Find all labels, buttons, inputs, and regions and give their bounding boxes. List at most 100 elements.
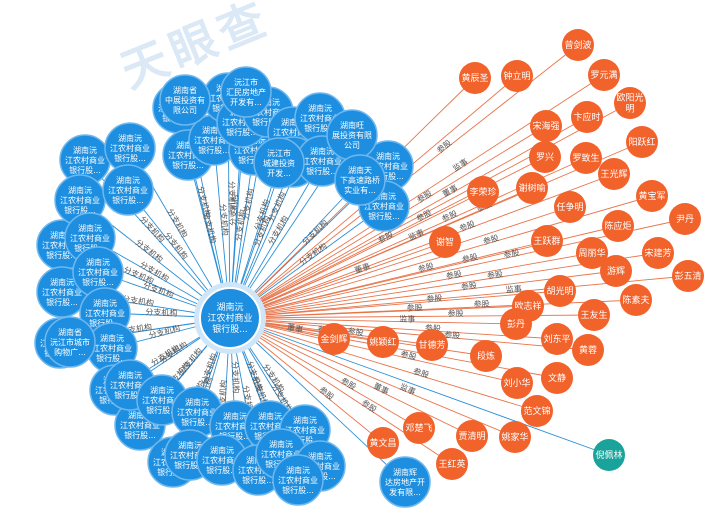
person-node-label: 谢树喻 [518, 182, 545, 194]
branch-node-label: 湖南沅江农村商业银行股... [168, 140, 208, 170]
edge-label-person: 参股 [425, 323, 442, 334]
person-node-label: 周丽华 [578, 247, 605, 259]
edge-label-person: 参股 [417, 261, 435, 274]
branch-node-label: 湖南沅江农村商业银行股... [368, 151, 408, 181]
person-node[interactable]: 钟立明 [501, 60, 533, 92]
edge-label-person: 参股 [458, 218, 476, 233]
person-node[interactable]: 谢智 [429, 226, 461, 258]
person-node[interactable]: 刘小华 [501, 367, 533, 399]
person-node[interactable]: 段炼 [470, 340, 502, 372]
person-node[interactable]: 黄宝军 [636, 180, 668, 212]
branch-node-label: 湖南沅江农村商业银行股... [78, 257, 118, 287]
edge-person [229, 317, 558, 340]
person-node[interactable]: 曾剑波 [562, 29, 594, 61]
branch-node-label: 沅江市汇民房地产开发有... [226, 77, 266, 107]
edge-label-person: 参股 [444, 329, 461, 340]
person-node[interactable]: 黄文昌 [367, 427, 399, 459]
person-node[interactable]: 彭丹 [500, 308, 532, 340]
edge-person [229, 252, 593, 319]
person-node-label: 黄宝军 [638, 190, 665, 202]
person-node-label: 彭丹 [507, 318, 525, 330]
person-node[interactable]: 游辉 [600, 255, 632, 287]
center-company-label: 湖南沅江农村商业银行股... [207, 301, 252, 335]
person-node-label: 姚颖红 [369, 336, 396, 348]
branch-node[interactable]: 湖南旺展投资有限公司 [326, 109, 378, 161]
person-node[interactable]: 文静 [541, 362, 573, 394]
person-node[interactable]: 贾清明 [456, 420, 488, 452]
person-node[interactable]: 金剑辉 [318, 323, 350, 355]
person-node[interactable]: 李荣珍 [467, 176, 499, 208]
branch-node[interactable]: 湖南天下高速路桥实业有... [334, 154, 386, 206]
branch-node-label: 湖南沅江农村商业银行股... [42, 277, 82, 307]
edge-person [229, 317, 538, 412]
person-node[interactable]: 王光辉 [598, 158, 630, 190]
branch-node-label: 湖南沅江农村商业银行股... [285, 415, 325, 445]
edge-person [229, 241, 446, 319]
center-company-node[interactable]: 湖南沅江农村商业银行股... [194, 282, 266, 354]
branch-node[interactable]: 湖南沅江农村商业银行股... [104, 122, 156, 174]
person-node-label: 黄辰圣 [461, 72, 488, 84]
person-node[interactable]: 阳跃红 [626, 126, 658, 158]
edge-label-person: 参股 [339, 375, 358, 392]
person-node[interactable]: 宋海强 [530, 110, 562, 142]
person-node[interactable]: 王红英 [436, 448, 468, 480]
person-node[interactable]: 刘东平 [541, 323, 573, 355]
branch-node[interactable]: 湖南辉达房地产开发有限... [379, 456, 431, 508]
person-node[interactable]: 王友生 [578, 299, 610, 331]
person-node[interactable]: 甘德芳 [416, 329, 448, 361]
person-node[interactable]: 罗致生 [570, 142, 602, 174]
related-node[interactable]: 倪佩林 [593, 439, 625, 471]
person-node[interactable]: 任争明 [554, 191, 586, 223]
branch-node[interactable]: 湖南沅江农村商业银行股... [102, 164, 154, 216]
edge-label-person: 董事 [353, 261, 371, 276]
person-node[interactable]: 彭五清 [672, 260, 704, 292]
related-node-label: 倪佩林 [595, 449, 622, 461]
person-node-label: 卞应时 [573, 111, 600, 123]
person-node[interactable]: 欧阳光明 [614, 87, 646, 119]
person-node[interactable]: 姚家华 [499, 421, 531, 453]
person-node[interactable]: 黄蓉 [572, 334, 604, 366]
branch-node[interactable]: 湖南省沅江市城市购物广... [44, 316, 96, 368]
person-node[interactable]: 姚颖红 [367, 326, 399, 358]
person-node-label: 阳跃红 [628, 136, 655, 148]
person-node[interactable]: 宋建芳 [642, 237, 674, 269]
branch-node-label: 湖南沅江农村商业银行股... [142, 385, 182, 415]
person-node[interactable]: 王跃群 [531, 225, 563, 257]
person-node[interactable]: 罗兴 [529, 141, 561, 173]
edge-label-person: 参股 [486, 269, 503, 281]
node-layer[interactable]: 湖南沅江农村商业银行股...湖南沅江农村商业银行股...湖南沅江农村商业银行股.… [34, 29, 704, 508]
edge-person [229, 317, 517, 325]
person-node[interactable]: 范文锦 [521, 395, 553, 427]
branch-node-label: 湖南沅江农村商业银行股... [65, 145, 105, 175]
person-node-label: 范文锦 [523, 405, 550, 417]
person-node[interactable]: 黄辰圣 [459, 62, 491, 94]
person-node-label: 黄蓉 [579, 344, 597, 356]
edge-label-person: 参股 [415, 188, 434, 205]
edge-label-branch: 分支机构 [121, 293, 154, 308]
person-node[interactable]: 胡光明 [544, 275, 576, 307]
branch-node[interactable]: 湖南省中展投资有限公司 [159, 74, 211, 126]
branch-node-label: 湖南沅江农村商业银行股... [177, 397, 217, 427]
person-node-label: 宋海强 [532, 120, 559, 132]
person-node-label: 胡光明 [546, 285, 573, 297]
branch-node[interactable]: 湖南沅江农村商业银行股... [272, 454, 324, 506]
person-node[interactable]: 卞应时 [571, 101, 603, 133]
person-node[interactable]: 陈应炬 [602, 210, 634, 242]
edge-label-person: 监事 [407, 227, 426, 243]
branch-node-label: 湖南沅江农村商业银行股... [300, 103, 340, 133]
branch-node[interactable]: 沅江市城建投资开发... [253, 137, 305, 189]
person-node-label: 游辉 [607, 265, 625, 277]
person-node-label: 宋建芳 [644, 247, 671, 259]
person-node-label: 陈应炬 [604, 220, 631, 232]
person-node[interactable]: 邓楚飞 [403, 412, 435, 444]
branch-node[interactable]: 沅江市汇民房地产开发有... [220, 66, 272, 118]
person-node[interactable]: 陈素夫 [620, 284, 652, 316]
person-node[interactable]: 罗元满 [588, 59, 620, 91]
person-node[interactable]: 周丽华 [576, 237, 608, 269]
edge-label-person: 参股 [503, 247, 521, 260]
person-node[interactable]: 尹丹 [669, 203, 701, 235]
person-node[interactable]: 谢树喻 [516, 172, 548, 204]
branch-node-label: 湖南沅江农村商业银行股... [42, 230, 82, 260]
edge-person [229, 191, 484, 319]
